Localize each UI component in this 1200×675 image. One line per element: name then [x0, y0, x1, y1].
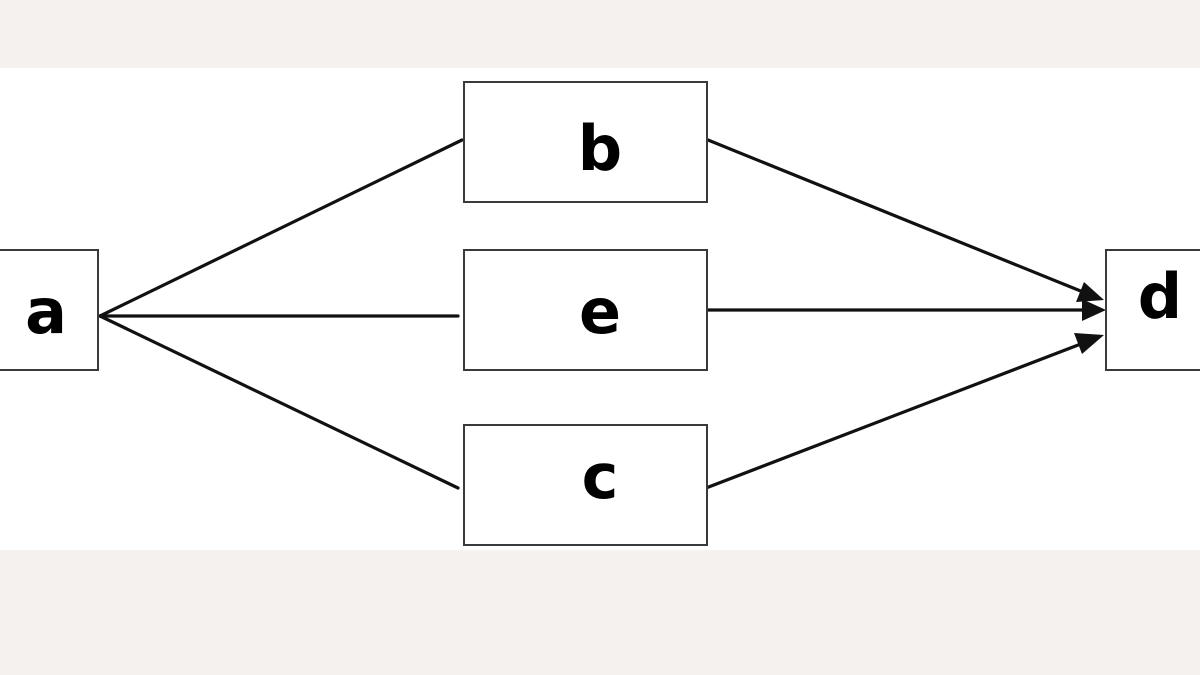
node-d-box	[1105, 249, 1200, 371]
node-c-label: c	[582, 440, 619, 513]
node-e-label: e	[579, 275, 621, 348]
arrowhead-b-d	[1076, 282, 1104, 302]
arrowhead-c-d	[1074, 333, 1104, 354]
node-a-label: a	[25, 275, 67, 348]
node-c-box	[463, 424, 708, 546]
node-d-label: d	[1138, 260, 1182, 333]
edge-c-d	[704, 340, 1088, 490]
edge-a-b	[98, 138, 464, 318]
node-b-box	[463, 81, 708, 203]
node-d[interactable]: d	[1105, 249, 1200, 371]
arrowhead-e-d	[1082, 299, 1106, 321]
node-b[interactable]: b	[463, 81, 708, 203]
node-b-label: b	[578, 112, 622, 185]
node-a[interactable]: a	[0, 249, 99, 371]
node-e-box	[463, 249, 708, 371]
edge-a-c	[98, 314, 460, 490]
edge-b-d	[706, 138, 1090, 296]
node-a-box	[0, 249, 99, 371]
node-e[interactable]: e	[463, 249, 708, 371]
node-c[interactable]: c	[463, 424, 708, 546]
